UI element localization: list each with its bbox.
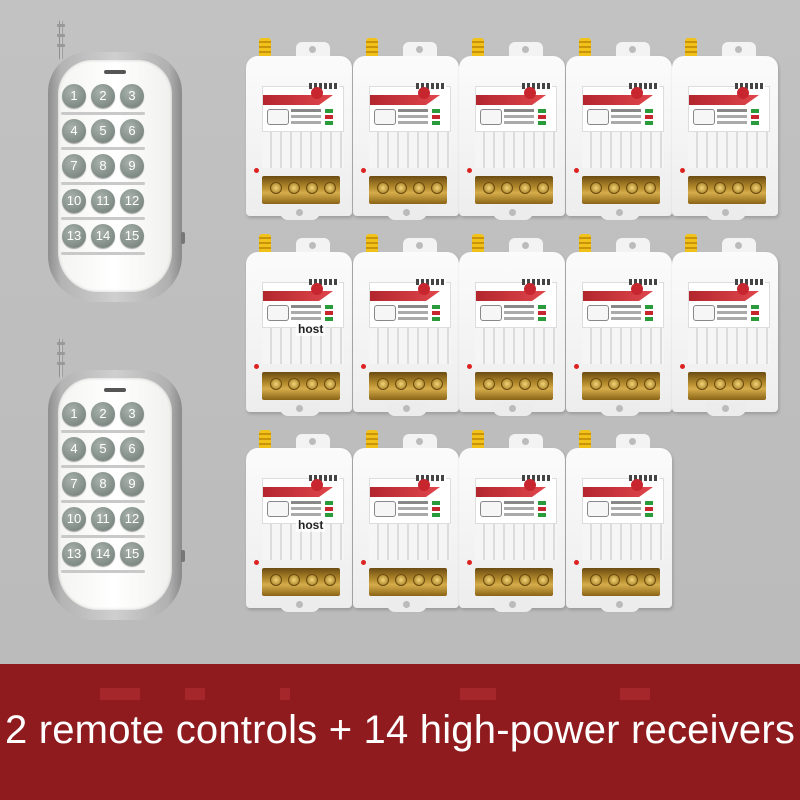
antenna-icon <box>56 338 66 378</box>
remote-key: 11 <box>91 507 115 531</box>
receiver-label-panel <box>582 279 664 328</box>
remote-key: 8 <box>91 472 115 496</box>
receiver-module <box>459 38 565 220</box>
remote-key: 14 <box>91 542 115 566</box>
receiver-label-panel <box>688 83 770 132</box>
receiver-module <box>353 38 459 220</box>
remote-key: 10 <box>62 507 86 531</box>
remote-key: 9 <box>120 472 144 496</box>
receiver-label-panel <box>262 279 344 328</box>
receiver-label-panel <box>369 279 451 328</box>
receiver-module <box>459 234 565 416</box>
status-led <box>361 560 366 565</box>
receiver-module <box>566 234 672 416</box>
receiver-label-panel <box>582 83 664 132</box>
receiver-label-panel <box>262 83 344 132</box>
remote-key: 7 <box>62 154 86 178</box>
terminal-block <box>262 372 340 400</box>
terminal-block <box>688 372 766 400</box>
remote-key: 2 <box>91 402 115 426</box>
status-led <box>254 364 259 369</box>
receiver-module <box>459 430 565 612</box>
remote-key: 2 <box>91 84 115 108</box>
antenna-icon <box>56 20 66 60</box>
receiver-module: host <box>246 234 352 416</box>
remote-key: 13 <box>62 542 86 566</box>
receiver-module <box>353 234 459 416</box>
terminal-block <box>582 568 660 596</box>
remote-key: 5 <box>91 119 115 143</box>
remote-indicator <box>104 388 126 392</box>
receiver-label-panel <box>475 83 557 132</box>
remote-indicator <box>104 70 126 74</box>
remote-key: 6 <box>120 437 144 461</box>
status-led <box>467 560 472 565</box>
terminal-block <box>582 372 660 400</box>
status-led <box>254 560 259 565</box>
remote-key: 1 <box>62 402 86 426</box>
status-led <box>467 364 472 369</box>
receiver-module: host <box>246 430 352 612</box>
status-led <box>680 364 685 369</box>
terminal-block <box>475 372 553 400</box>
remote-key: 14 <box>91 224 115 248</box>
remote-key: 3 <box>120 402 144 426</box>
terminal-block <box>475 176 553 204</box>
terminal-block <box>369 176 447 204</box>
receiver-label-panel <box>688 279 770 328</box>
receiver-label-panel <box>369 475 451 524</box>
status-led <box>467 168 472 173</box>
status-led <box>574 364 579 369</box>
status-led <box>254 168 259 173</box>
receiver-label-panel <box>475 279 557 328</box>
remote-key: 8 <box>91 154 115 178</box>
remote-key: 9 <box>120 154 144 178</box>
remote-key: 12 <box>120 189 144 213</box>
receiver-label-panel <box>582 475 664 524</box>
status-led <box>680 168 685 173</box>
receiver-module <box>672 38 778 220</box>
caption-text: 2 remote controls + 14 high-power receiv… <box>4 708 796 752</box>
terminal-block <box>475 568 553 596</box>
terminal-block <box>262 176 340 204</box>
receiver-module <box>566 38 672 220</box>
remote-key: 6 <box>120 119 144 143</box>
remote-key: 5 <box>91 437 115 461</box>
receiver-module <box>672 234 778 416</box>
host-label: host <box>296 322 326 336</box>
receiver-module <box>353 430 459 612</box>
receiver-label-panel <box>475 475 557 524</box>
remote-key: 11 <box>91 189 115 213</box>
receiver-module <box>566 430 672 612</box>
status-led <box>574 560 579 565</box>
terminal-block <box>262 568 340 596</box>
remote-key: 4 <box>62 119 86 143</box>
remote-key: 12 <box>120 507 144 531</box>
remote-key: 4 <box>62 437 86 461</box>
terminal-block <box>369 568 447 596</box>
receiver-module <box>246 38 352 220</box>
terminal-block <box>688 176 766 204</box>
remote-key: 3 <box>120 84 144 108</box>
terminal-block <box>582 176 660 204</box>
status-led <box>361 168 366 173</box>
remote-key: 10 <box>62 189 86 213</box>
caption-banner <box>0 664 800 800</box>
receiver-label-panel <box>369 83 451 132</box>
status-led <box>361 364 366 369</box>
status-led <box>574 168 579 173</box>
remote-key: 7 <box>62 472 86 496</box>
remote-key: 1 <box>62 84 86 108</box>
remote-key: 13 <box>62 224 86 248</box>
host-label: host <box>296 518 326 532</box>
remote-key: 15 <box>120 542 144 566</box>
receiver-label-panel <box>262 475 344 524</box>
terminal-block <box>369 372 447 400</box>
remote-key: 15 <box>120 224 144 248</box>
